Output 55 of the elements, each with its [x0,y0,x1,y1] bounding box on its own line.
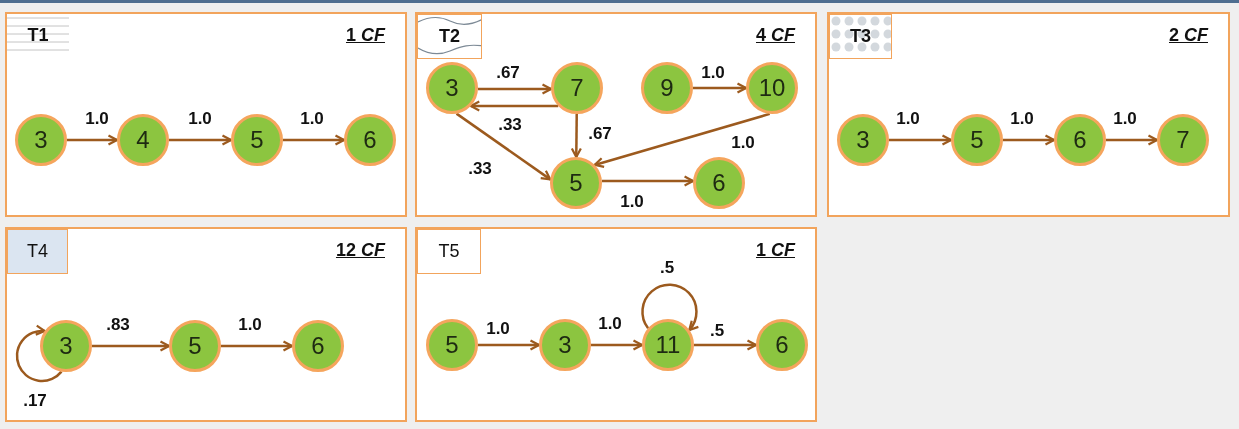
count-label: 4 CF [756,24,795,46]
state-circle: 4 [117,114,169,166]
count-label: 2 CF [1169,24,1208,46]
arrow [694,339,758,351]
arrow [283,134,346,146]
panel-frame [415,227,817,422]
arrow [67,134,119,146]
panel-frame [827,12,1230,217]
arrow [455,112,552,181]
state-circle: 5 [426,319,478,371]
tab-label: T3 [829,14,892,59]
arrow [1106,134,1159,146]
count-label: 1 CF [756,239,795,261]
state-circle: 3 [40,320,92,372]
arrow [593,112,771,168]
state-circle: 5 [550,157,602,209]
tab-label: T4 [7,229,68,274]
arrow [169,134,233,146]
arrow [591,339,644,351]
state-circle: 6 [292,320,344,372]
arrow [92,340,171,352]
state-circle: 3 [837,114,889,166]
state-circle: 5 [169,320,221,372]
state-circle: 6 [344,114,396,166]
state-circle: 6 [693,157,745,209]
arrow [478,339,541,351]
state-circle: 6 [756,319,808,371]
state-circle: 5 [951,114,1003,166]
state-circle: 11 [642,319,694,371]
arrow [1003,134,1056,146]
count-label: 1 CF [346,24,385,46]
state-circle: 3 [539,319,591,371]
arrow [469,100,559,112]
panel-frame [5,227,407,422]
state-circle: 7 [1157,114,1209,166]
panel-frame [415,12,817,217]
arrow [693,82,748,94]
count-label: 12 CF [335,239,385,261]
arrow [478,83,553,95]
state-circle: 5 [231,114,283,166]
tab-label: T5 [417,229,481,274]
state-circle: 3 [15,114,67,166]
state-circle: 3 [426,62,478,114]
self-loop-arrow [15,325,63,383]
state-circle: 7 [551,62,603,114]
arrow [570,114,582,159]
panel-frame [5,12,407,217]
arrow [221,340,294,352]
tab-label: T2 [417,14,482,59]
state-circle: 10 [746,62,798,114]
state-circle: 9 [641,62,693,114]
arrow [601,175,695,187]
self-loop-arrow [641,283,700,332]
state-circle: 6 [1054,114,1106,166]
arrow [889,134,953,146]
